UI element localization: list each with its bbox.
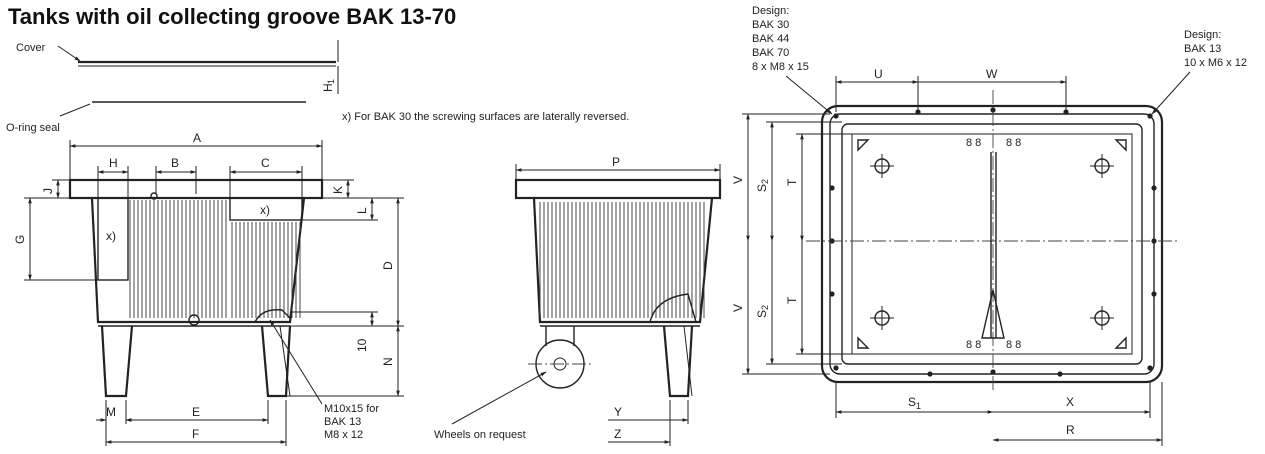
svg-text:x): x) xyxy=(106,229,116,243)
dim-label-p: P xyxy=(612,155,620,169)
svg-text:Y: Y xyxy=(614,405,622,419)
tank-ribs xyxy=(129,200,301,318)
cover-label: Cover xyxy=(16,42,46,54)
svg-text:BAK 70: BAK 70 xyxy=(752,47,789,59)
svg-text:V: V xyxy=(731,304,745,312)
svg-text:Z: Z xyxy=(614,427,621,441)
svg-text:U: U xyxy=(874,67,883,81)
side-view: Cover H 1 O-ring seal x) For BAK 30 the … xyxy=(6,40,629,446)
oring-label: O-ring seal xyxy=(6,122,60,134)
svg-text:K: K xyxy=(331,186,345,194)
svg-text:Design:: Design: xyxy=(752,5,789,17)
svg-text:10 x M6 x 12: 10 x M6 x 12 xyxy=(1184,57,1247,69)
svg-text:C: C xyxy=(261,156,270,170)
svg-text:BAK 44: BAK 44 xyxy=(752,33,789,45)
svg-text:8 8: 8 8 xyxy=(966,137,981,149)
horizontal-dims: S 1 X R xyxy=(835,382,1163,446)
svg-text:2: 2 xyxy=(760,179,770,184)
vertical-dims: V V S 2 S 2 T T xyxy=(731,113,852,375)
svg-text:M: M xyxy=(106,405,116,419)
bolt-callout: M10x15 for BAK 13 M8 x 12 xyxy=(269,319,379,441)
svg-text:1: 1 xyxy=(916,401,921,411)
design-callout-right: Design: BAK 13 10 x M6 x 12 xyxy=(1151,29,1247,115)
svg-text:H: H xyxy=(109,156,118,170)
svg-text:Design:: Design: xyxy=(1184,29,1221,41)
svg-text:BAK 30: BAK 30 xyxy=(752,19,789,31)
svg-text:V: V xyxy=(731,176,745,184)
design-callout-left: Design: BAK 30 BAK 44 BAK 70 8 x M8 x 15 xyxy=(752,5,833,115)
svg-text:L: L xyxy=(355,207,369,214)
wheels-label: Wheels on request xyxy=(434,429,526,441)
page-title: Tanks with oil collecting groove BAK 13-… xyxy=(8,4,456,29)
cover-part: Cover xyxy=(16,42,336,67)
svg-text:10: 10 xyxy=(355,338,369,352)
perimeter-screws xyxy=(829,107,1157,377)
wheel xyxy=(528,326,592,389)
svg-text:1: 1 xyxy=(326,79,336,84)
dim-h1: H 1 xyxy=(321,40,339,94)
side-dimensions: A H B C J G xyxy=(13,131,404,446)
svg-text:W: W xyxy=(986,67,998,81)
svg-text:S: S xyxy=(755,310,769,318)
end-view-ribs xyxy=(539,202,705,318)
svg-text:N: N xyxy=(381,357,395,366)
svg-text:B: B xyxy=(171,156,179,170)
svg-text:8 x M8 x 15: 8 x M8 x 15 xyxy=(752,61,809,73)
top-view: 8 8 8 8 8 8 8 8 U W xyxy=(731,5,1247,446)
svg-text:S: S xyxy=(908,395,916,409)
svg-text:J: J xyxy=(41,188,55,194)
svg-text:x): x) xyxy=(260,203,270,217)
svg-text:8 8: 8 8 xyxy=(1006,137,1021,149)
dim-label-a: A xyxy=(193,131,201,145)
svg-text:H: H xyxy=(321,83,335,92)
reversed-note: x) For BAK 30 the screwing surfaces are … xyxy=(342,111,629,123)
tank-side-body: x) x) xyxy=(68,178,324,398)
svg-text:M10x15 for: M10x15 for xyxy=(324,403,379,415)
svg-text:BAK 13: BAK 13 xyxy=(324,416,361,428)
svg-text:8 8: 8 8 xyxy=(1006,339,1021,351)
svg-text:D: D xyxy=(381,261,395,270)
svg-text:2: 2 xyxy=(760,305,770,310)
end-view: P Y Z Wheels on request xyxy=(434,155,722,446)
svg-text:G: G xyxy=(13,235,27,244)
svg-text:R: R xyxy=(1066,423,1075,437)
svg-text:X: X xyxy=(1066,395,1074,409)
mounting-holes xyxy=(870,154,1114,330)
oring-seal-part: O-ring seal xyxy=(6,101,306,134)
svg-text:8 8: 8 8 xyxy=(966,339,981,351)
svg-text:T: T xyxy=(785,178,799,186)
svg-text:M8 x 12: M8 x 12 xyxy=(324,429,363,441)
svg-text:F: F xyxy=(192,427,199,441)
svg-text:BAK 13: BAK 13 xyxy=(1184,43,1221,55)
svg-text:E: E xyxy=(192,405,200,419)
svg-text:T: T xyxy=(785,296,799,304)
svg-text:S: S xyxy=(755,184,769,192)
